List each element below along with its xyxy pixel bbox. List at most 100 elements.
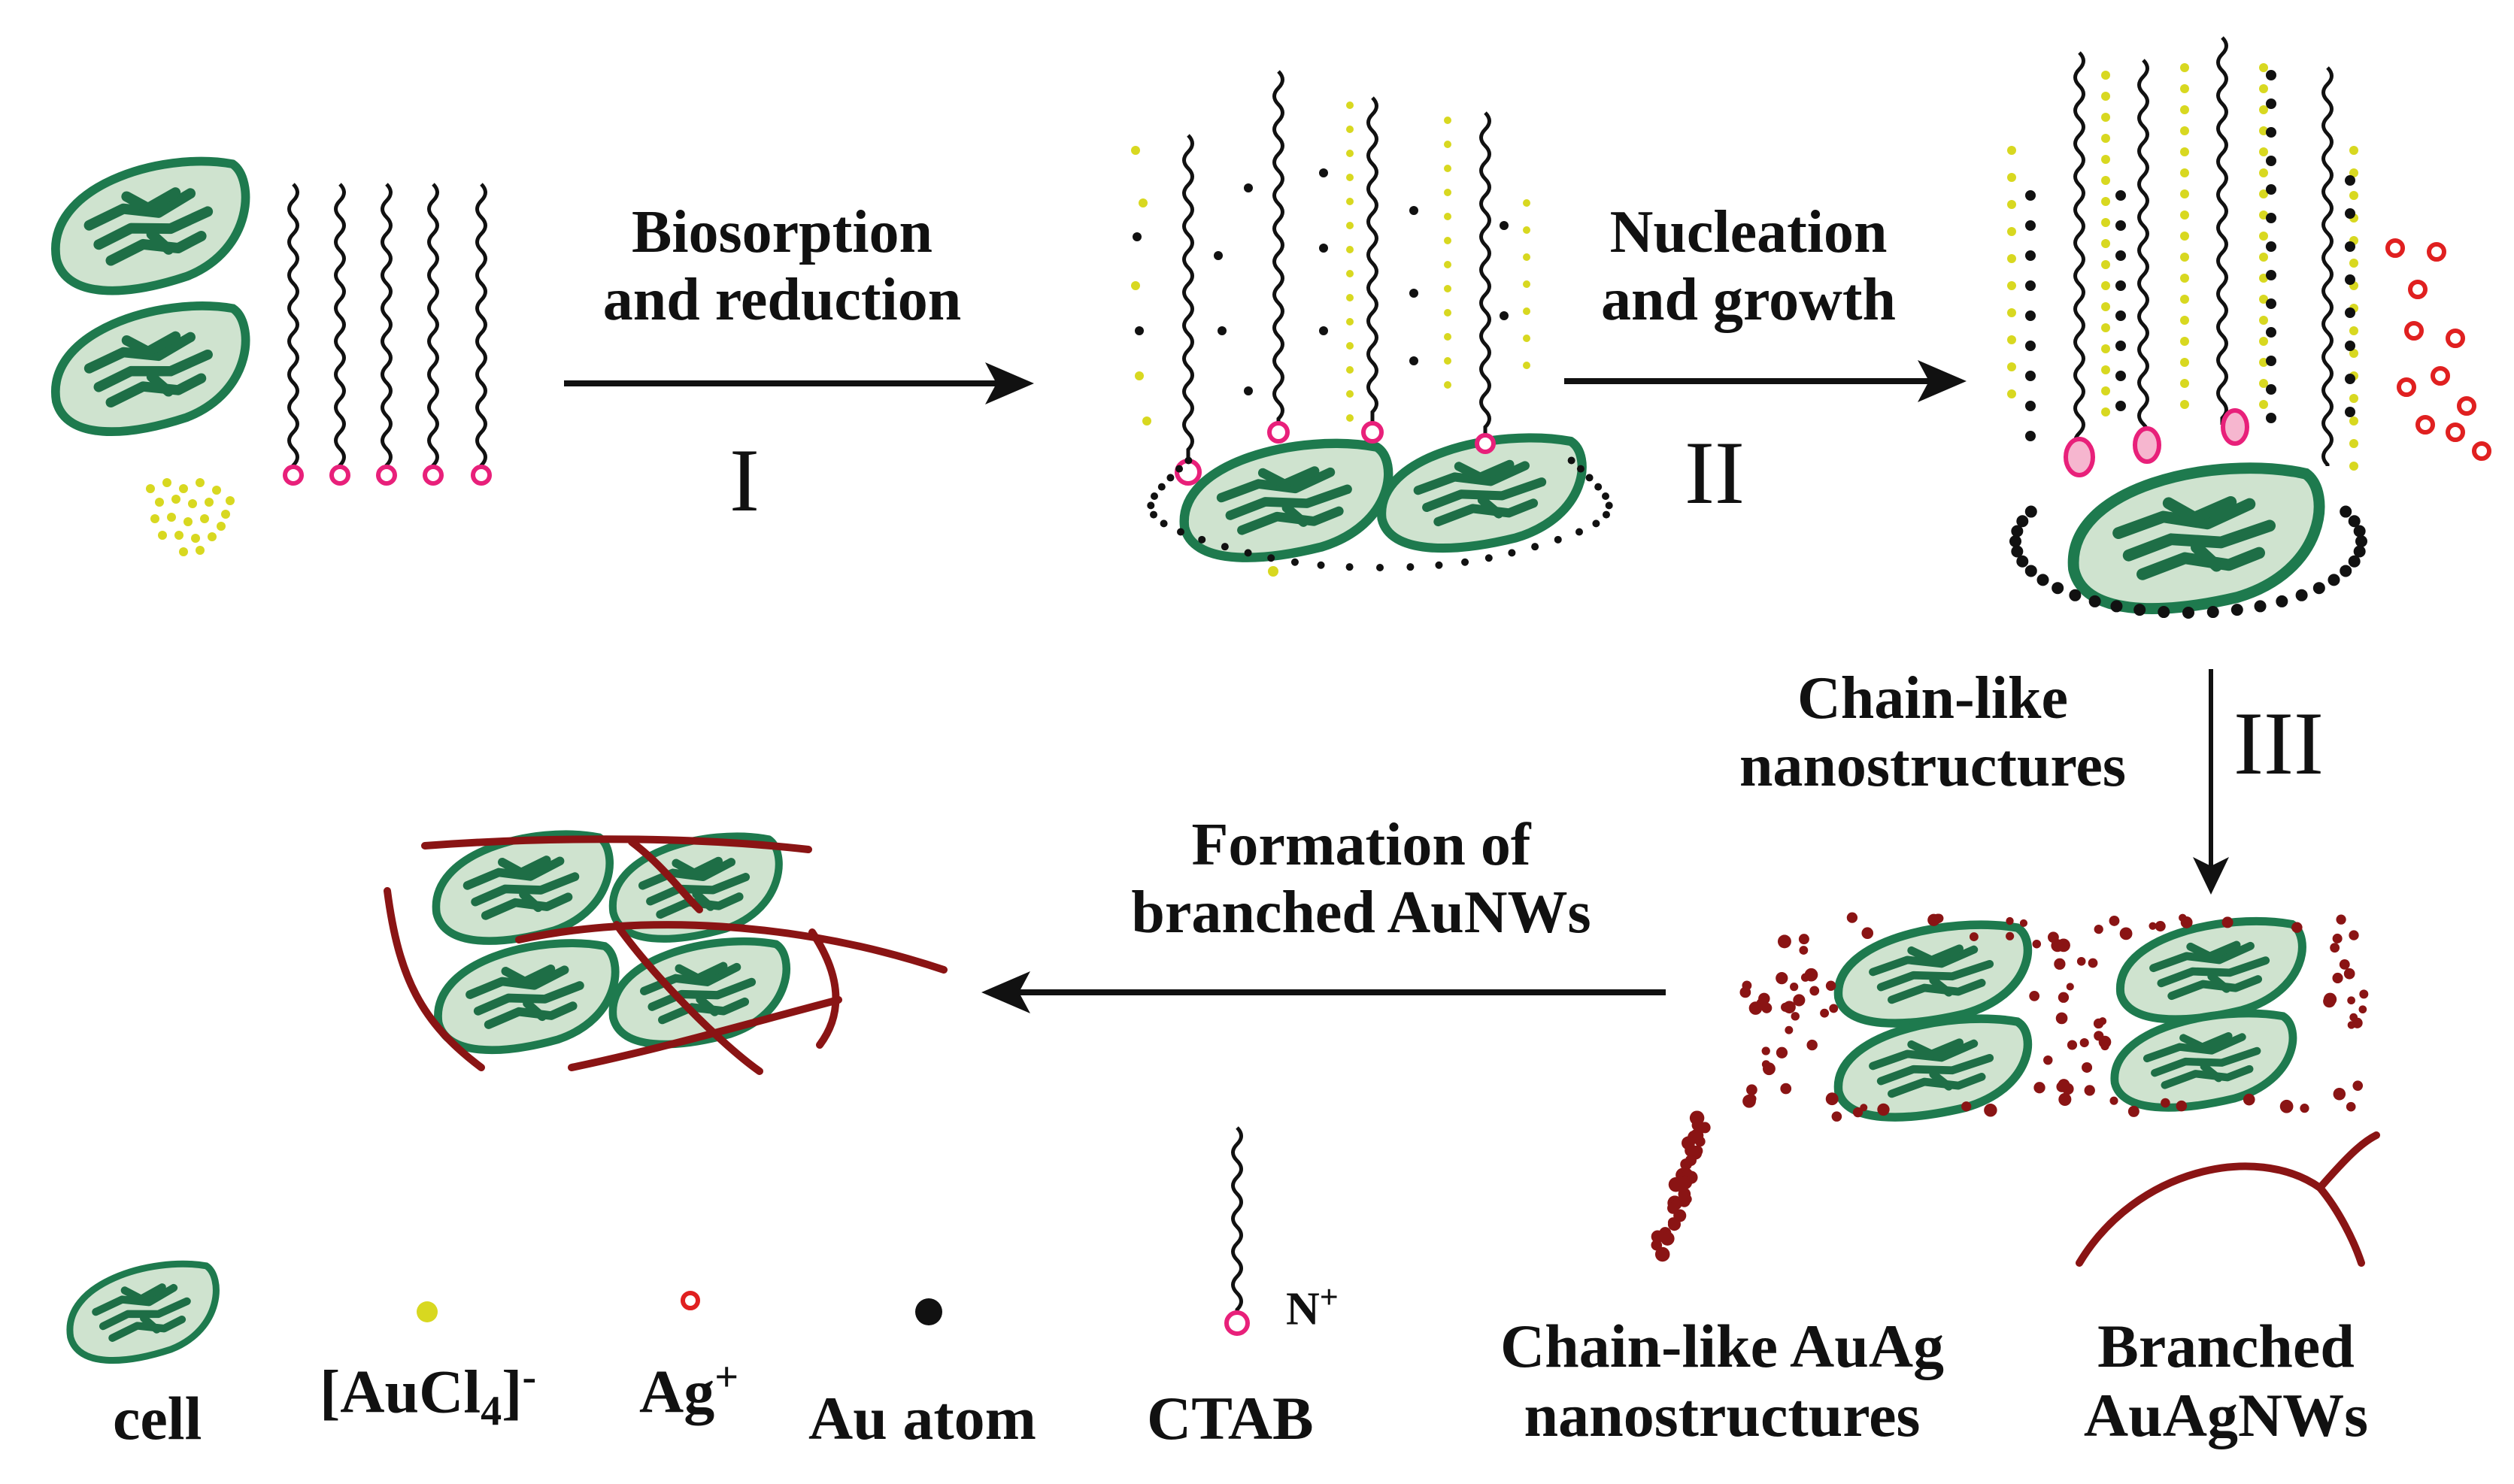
arrow-step-3 [2193, 669, 2229, 895]
gold-ion [1523, 307, 1530, 315]
au-atom [1150, 510, 1158, 519]
ctab-chain [1366, 96, 1378, 423]
auag-particle [2346, 1101, 2356, 1112]
auag-particle [1969, 932, 1979, 942]
legend-chain-label: Chain-like AuAg nanostructures [1500, 1312, 1945, 1449]
ctab-chain [334, 183, 346, 467]
auag-particle [2055, 1012, 2068, 1025]
branched-nanowire [515, 921, 948, 974]
step-2-line-2: and growth [1601, 266, 1896, 333]
auag-particle [2109, 1096, 2118, 1105]
gold-ion [1346, 222, 1354, 229]
au-atom [1184, 456, 1193, 465]
cell-icon [1179, 438, 1393, 562]
auag-particle [2082, 1062, 2093, 1073]
gold-ion [2101, 407, 2110, 416]
auag-particle [1877, 1103, 1890, 1116]
auag-particle [1820, 1008, 1830, 1018]
au-atom [1376, 564, 1384, 571]
au-atom [2052, 582, 2064, 595]
au-atom [1409, 356, 1418, 365]
au-atom [2254, 600, 2267, 613]
auag-particle-legend [1669, 1219, 1680, 1230]
gold-ion [1444, 357, 1451, 365]
auag-particle-legend [1699, 1122, 1711, 1134]
ctab-chain [2137, 59, 2149, 451]
ctab-head [2133, 426, 2161, 464]
ctab-head [1224, 1310, 1250, 1336]
auag-particle-legend [1668, 1177, 1684, 1192]
legend-ag-label: Ag+ [639, 1354, 739, 1426]
gold-ion [2259, 147, 2268, 156]
au-atom [1592, 519, 1600, 528]
au-atom [1575, 528, 1584, 536]
gold-ion [1444, 333, 1451, 341]
silver-ion [2404, 321, 2424, 341]
au-atom [2266, 327, 2276, 338]
gold-ion [2101, 260, 2110, 269]
gold-ion [1444, 381, 1451, 389]
arrow-step-4 [981, 971, 1666, 1013]
au-atom [2348, 555, 2361, 568]
au-atom [2088, 595, 2101, 607]
gold-ion [1346, 294, 1354, 301]
silver-ion [2431, 366, 2450, 386]
au-atom [2312, 582, 2325, 595]
gold-ion [2180, 400, 2189, 409]
au-atom-legend [915, 1298, 942, 1325]
silver-ion [2446, 422, 2465, 442]
auag-particle [2006, 916, 2014, 925]
auag-particle [2339, 959, 2350, 970]
auag-particle [1776, 1046, 1788, 1058]
gold-ion [1444, 309, 1451, 316]
gold-ion [1523, 253, 1530, 261]
auag-particle [2019, 919, 2028, 928]
gold-ion [167, 513, 176, 522]
au-atom [1554, 535, 1562, 544]
silver-ion [2385, 238, 2405, 258]
au-atom [1290, 558, 1299, 566]
auag-particle [2067, 1040, 2078, 1050]
gold-ion [2180, 316, 2189, 325]
au-atom [1594, 483, 1603, 491]
auag-particle [1776, 971, 1788, 985]
au-atom [2266, 127, 2276, 138]
cell-icon [2110, 1009, 2297, 1112]
gold-ion [158, 531, 167, 540]
au-atom [2115, 371, 2126, 381]
cell-icon [608, 937, 790, 1049]
ctab-chain [427, 183, 439, 467]
gold-ion [2349, 326, 2358, 335]
au-atom [1133, 232, 1142, 241]
auag-particle [2032, 939, 2042, 949]
au-atom [2182, 607, 2194, 619]
gold-ion [2180, 295, 2189, 304]
au-atom [1576, 465, 1585, 473]
gold-ion [2259, 253, 2268, 262]
gold-ion [2349, 416, 2358, 426]
au-atom [1147, 501, 1155, 510]
gold-ion [2101, 344, 2110, 353]
gold-ion [2259, 210, 2268, 220]
gold-ion [1142, 416, 1151, 426]
branched-nanowire-legend [2316, 1131, 2380, 1192]
au-atom [2345, 374, 2355, 384]
gold-ion [2349, 349, 2358, 358]
gold-ion [2180, 105, 2189, 114]
au-atom [1484, 554, 1493, 562]
branched-nanowire-legend [2316, 1184, 2365, 1267]
au-atom [2025, 280, 2036, 291]
au-atom [2024, 505, 2037, 518]
auag-particle [2243, 1093, 2255, 1106]
gold-ion [2007, 173, 2016, 182]
auag-particle [2330, 943, 2340, 953]
auag-particle [1804, 968, 1818, 982]
au-atom [1151, 492, 1158, 500]
ctab-head [1267, 421, 1290, 444]
ctab-chain [2321, 66, 2334, 466]
au-atom [1435, 561, 1443, 569]
au-atom [2110, 600, 2123, 613]
gold-ion [196, 546, 205, 555]
au-atom [2327, 574, 2340, 586]
au-atom [1319, 168, 1328, 177]
